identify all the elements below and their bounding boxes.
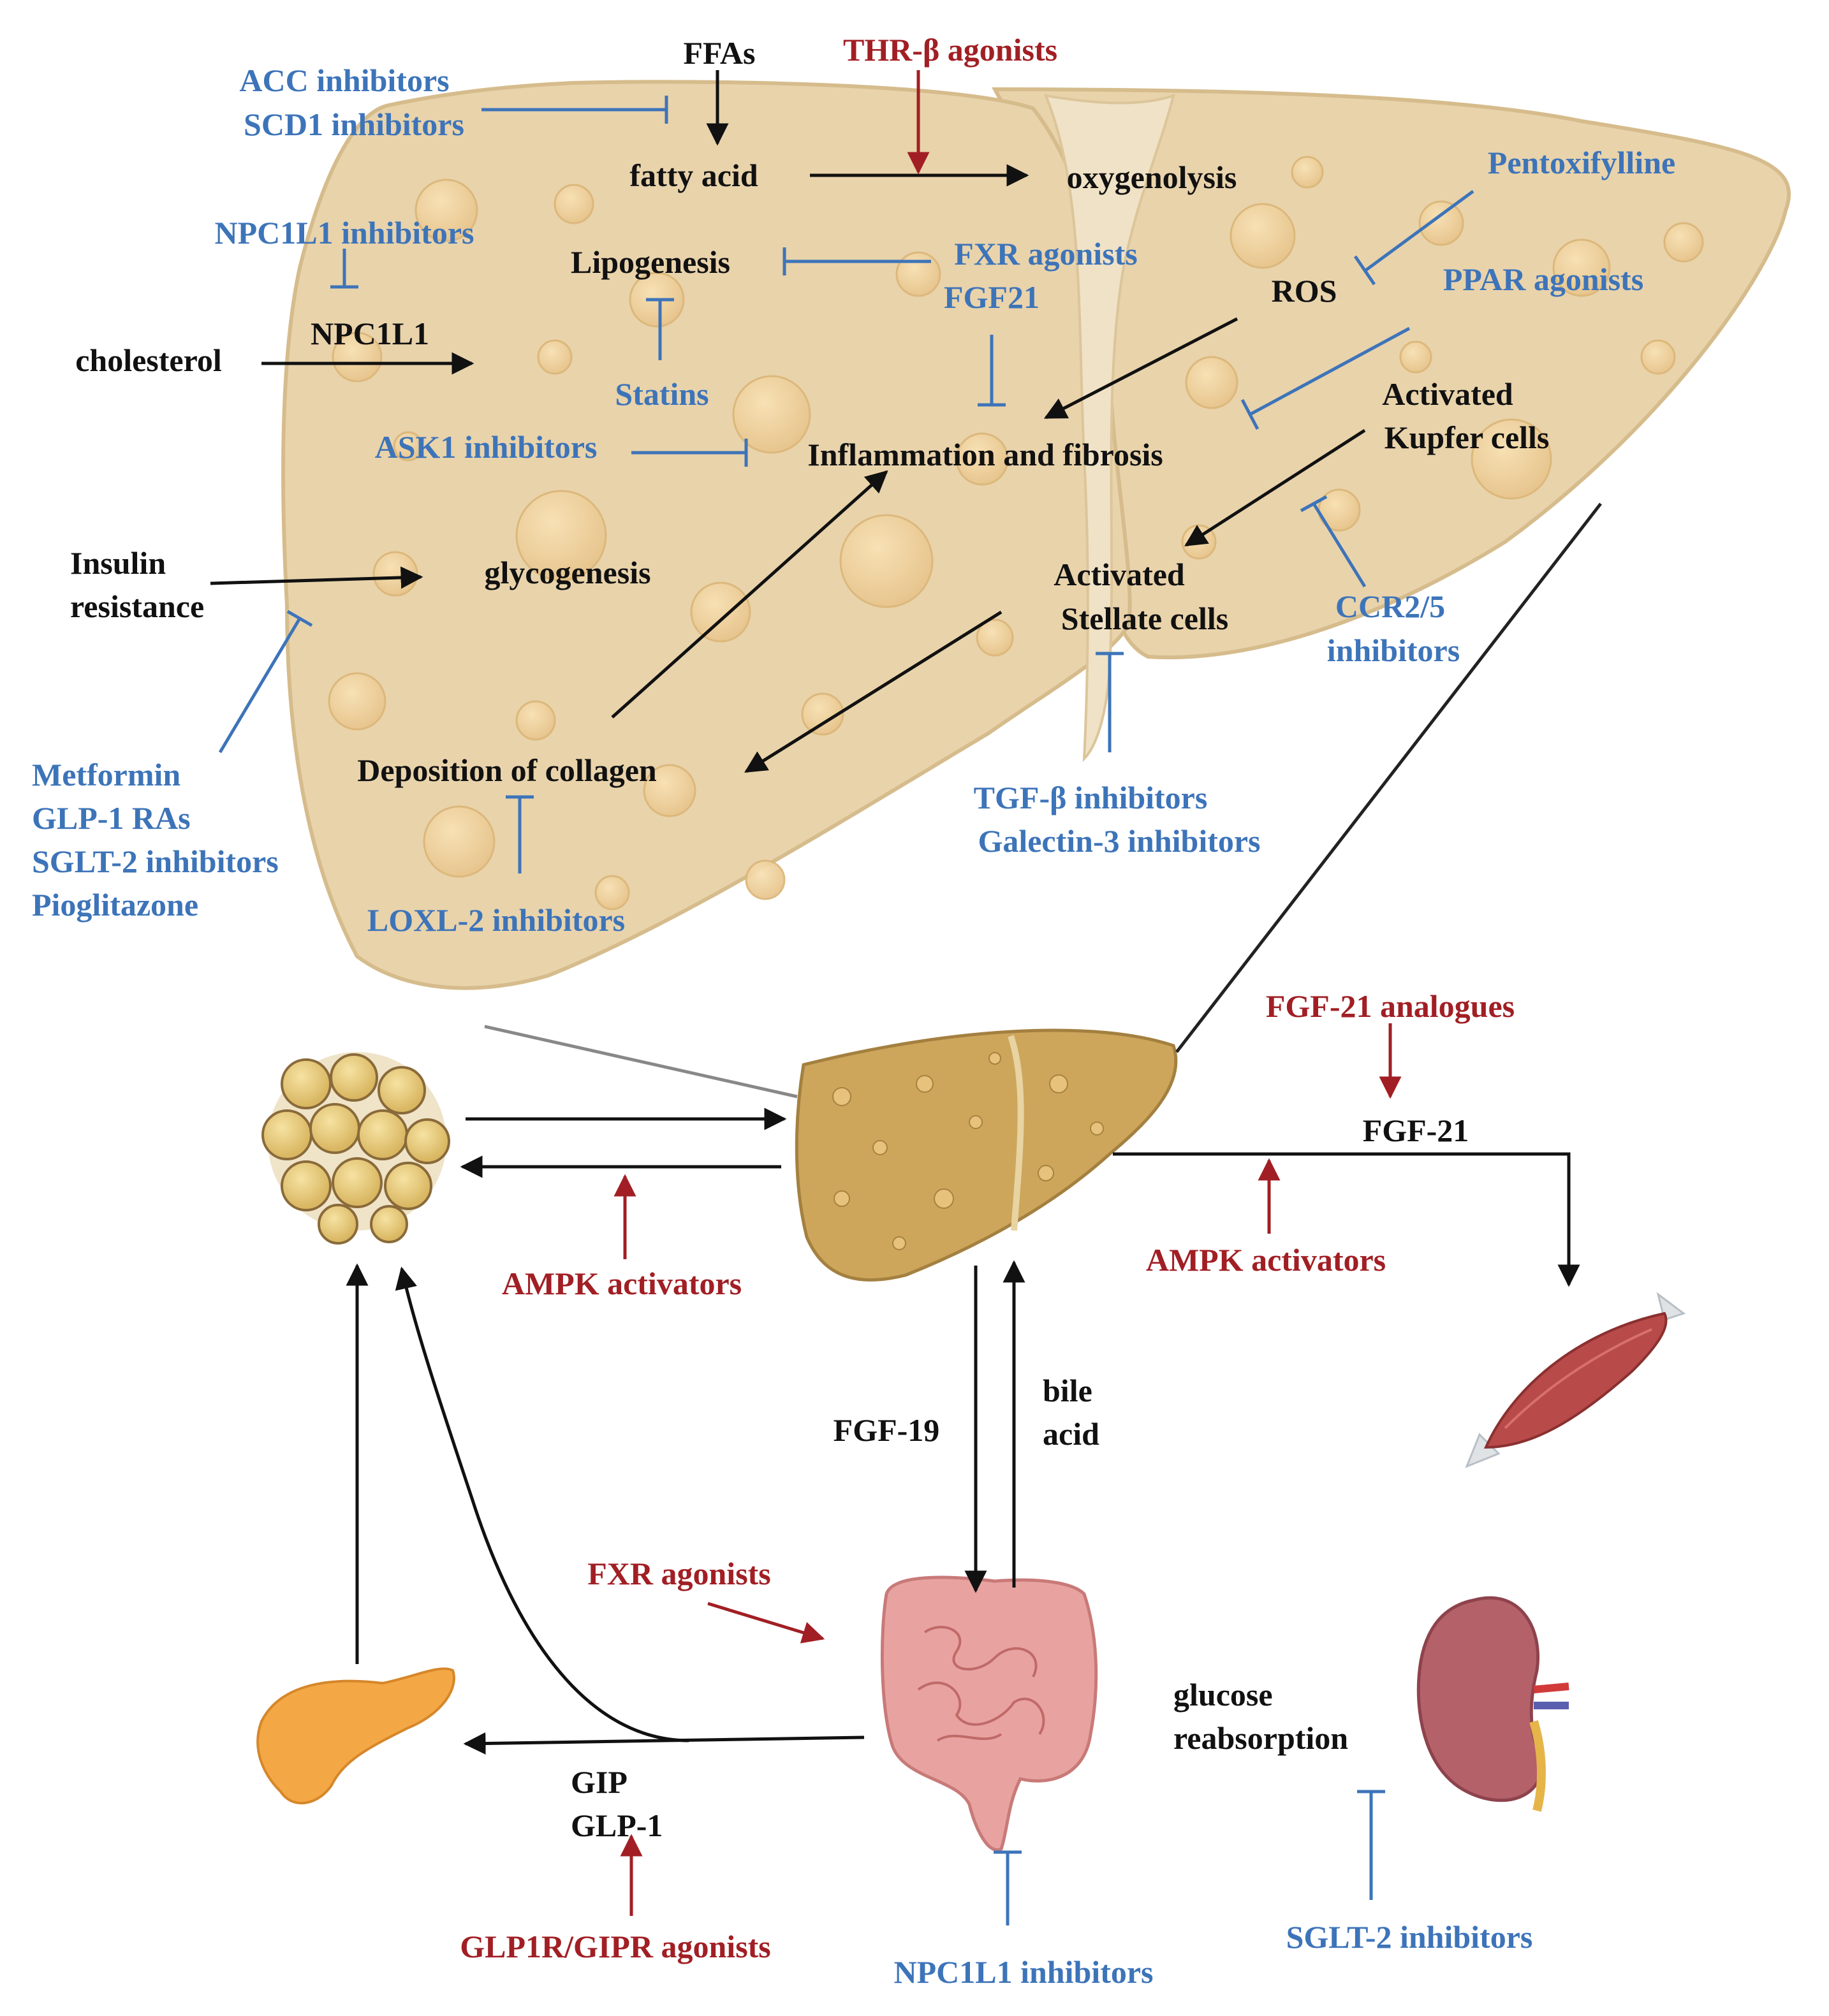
large-liver-illustration: [281, 80, 1791, 990]
drug-ccr25-2: inhibitors: [1327, 632, 1460, 668]
drug-fxr-agonists-liver: FXR agonists: [954, 236, 1138, 272]
drug-ampk-activators-right: AMPK activators: [1146, 1242, 1386, 1278]
drug-ask1-inhibitors: ASK1 inhibitors: [375, 429, 598, 465]
adipose-tissue-illustration: [261, 1052, 450, 1245]
label-activated-kupfer-2: Kupfer cells: [1385, 420, 1550, 455]
label-deposition-collagen: Deposition of collagen: [357, 752, 657, 788]
label-activated-stellate-2: Stellate cells: [1061, 601, 1228, 636]
label-ffas: FFAs: [684, 35, 756, 71]
label-gip: GIP: [571, 1764, 628, 1800]
liver-pathway-labels: FFAs fatty acid oxygenolysis Lipogenesis…: [70, 35, 1549, 788]
label-ros: ROS: [1272, 273, 1337, 309]
small-liver-illustration: [795, 1028, 1178, 1282]
label-insulin-1: Insulin: [70, 545, 166, 581]
pancreas-illustration: [256, 1667, 455, 1804]
label-lipogenesis: Lipogenesis: [571, 244, 730, 280]
drug-sglt2-inhibitors-kidney: SGLT-2 inhibitors: [1286, 1919, 1533, 1955]
label-bile-1: bile: [1043, 1373, 1092, 1408]
drug-fxr-agonists-gut: FXR agonists: [587, 1556, 771, 1591]
drug-thr-beta-agonists: THR-β agonists: [843, 32, 1057, 68]
inhibition-lines: [218, 96, 1474, 1925]
drug-ampk-activators-left: AMPK activators: [502, 1266, 742, 1301]
drug-fgf21: FGF21: [944, 279, 1039, 315]
drug-sglt2-inhibitors-liver: SGLT-2 inhibitors: [32, 844, 279, 879]
intestine-illustration: [880, 1575, 1098, 1852]
label-fatty-acid: fatty acid: [629, 157, 758, 193]
label-glp1: GLP-1: [571, 1808, 663, 1843]
label-activated-kupfer-1: Activated: [1382, 376, 1513, 412]
drug-scd1-inhibitors: SCD1 inhibitors: [244, 106, 464, 142]
drug-metformin: Metformin: [32, 757, 180, 793]
liver-drug-labels: ACC inhibitors SCD1 inhibitors THR-β ago…: [32, 32, 1675, 938]
drug-pioglitazone: Pioglitazone: [32, 887, 198, 923]
label-oxygenolysis: oxygenolysis: [1067, 159, 1237, 195]
label-activated-stellate-1: Activated: [1054, 557, 1185, 592]
drug-ppar-agonists: PPAR agonists: [1443, 261, 1643, 297]
drug-ccr25-1: CCR2/5: [1335, 588, 1445, 624]
label-npc1l1: NPC1L1: [311, 316, 429, 351]
drug-glp1-ras: GLP-1 RAs: [32, 800, 191, 836]
pathway-arrows: [210, 70, 1580, 1755]
drug-statins: Statins: [615, 376, 709, 412]
drug-acc-inhibitors: ACC inhibitors: [239, 62, 449, 98]
zoom-line-right: [1175, 502, 1602, 1053]
drug-npc1l1-inhibitors-gut: NPC1L1 inhibitors: [893, 1954, 1153, 1990]
label-bile-2: acid: [1043, 1416, 1099, 1452]
drug-npc1l1-inhibitors-liver: NPC1L1 inhibitors: [214, 215, 474, 251]
lipid-droplets: [328, 156, 1704, 910]
label-fgf19: FGF-19: [834, 1412, 940, 1448]
drug-pentoxifylline: Pentoxifylline: [1488, 145, 1675, 180]
kidney-illustration: [1416, 1596, 1569, 1812]
drug-loxl2-inhibitors: LOXL-2 inhibitors: [367, 902, 625, 938]
label-glycogenesis: glycogenesis: [484, 555, 650, 590]
drug-galectin3-inhibitors: Galectin-3 inhibitors: [978, 823, 1260, 859]
drug-fgf21-analogues: FGF-21 analogues: [1266, 988, 1515, 1024]
label-cholesterol: cholesterol: [75, 342, 222, 378]
zoom-line-left: [484, 1025, 798, 1099]
label-inflammation-fibrosis: Inflammation and fibrosis: [807, 437, 1163, 472]
muscle-illustration: [1465, 1292, 1686, 1468]
liver-left-lobe: [281, 80, 1132, 990]
drug-glp1r-gipr-agonists: GLP1R/GIPR agonists: [460, 1929, 771, 1964]
systemic-labels: FGF-21 analogues FGF-21 AMPK activators …: [460, 988, 1532, 1990]
label-glucose-1: glucose: [1173, 1677, 1273, 1713]
label-fgf21: FGF-21: [1363, 1113, 1469, 1148]
drug-tgfb-inhibitors: TGF-β inhibitors: [974, 780, 1208, 815]
activation-arrows: [613, 70, 1402, 1916]
label-glucose-2: reabsorption: [1173, 1720, 1348, 1756]
label-insulin-2: resistance: [70, 588, 204, 624]
